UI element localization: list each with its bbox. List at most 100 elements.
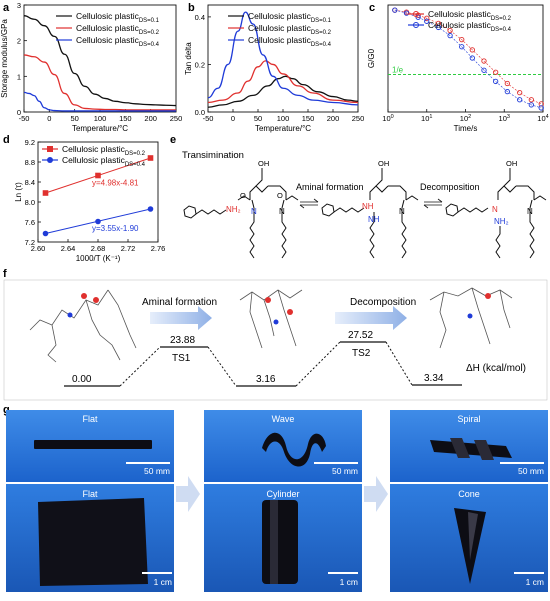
molecule-amine — [183, 205, 227, 219]
xtick-label-c-0: 100 — [382, 114, 393, 123]
xtick-label-d-4: 2.76 — [151, 244, 166, 253]
xtick-label-d-1: 2.64 — [61, 244, 76, 253]
xtick-label-a-0: -50 — [19, 114, 30, 123]
point-c-1-5 — [447, 32, 453, 39]
point-c-0-7 — [469, 47, 475, 53]
product-nh2: NH₂ — [494, 217, 509, 226]
ytick-label-a-0: 0 — [17, 108, 21, 117]
molecule-aminal — [321, 168, 419, 259]
ylabel-c: G/G0 — [367, 48, 376, 68]
xlabel-b: Temperature/°C — [255, 124, 311, 133]
arrow-aminal-formation — [150, 306, 212, 330]
series-a-2 — [23, 91, 176, 112]
ytick-label-d-1: 7.6 — [25, 218, 35, 227]
series-a-0 — [23, 15, 177, 107]
reference-line-label: 1/e — [392, 65, 404, 74]
panel-label-b: b — [188, 2, 195, 14]
label-ts2: TS2 — [352, 348, 371, 359]
imine-n-4: N — [527, 207, 533, 216]
ytick-label-d-5: 9.2 — [25, 138, 35, 147]
spiral-sample — [430, 438, 512, 460]
label-ts1: TS1 — [172, 353, 191, 364]
molecule-3d-product — [429, 287, 513, 349]
hydroxyl-1: OH — [258, 159, 269, 168]
amine-group: NH₂ — [226, 205, 241, 214]
energy-unit: ΔH (kcal/mol) — [466, 363, 526, 374]
molecule-imine-1 — [237, 168, 299, 259]
g-label-spiral: Spiral — [457, 414, 480, 424]
g-scale-wave: 50 mm — [332, 466, 358, 476]
ytick-label-b-0: 0.0 — [195, 108, 205, 117]
ytick-label-d-0: 7.2 — [25, 238, 35, 247]
fit-equation-d-0: y=4.98x-4.81 — [92, 179, 139, 188]
point-c-1-13 — [538, 105, 544, 111]
legend-c-1-label: Cellulosic plasticDS=0.4 — [428, 20, 512, 33]
energy-levels — [64, 341, 462, 387]
point-d-0-0 — [42, 190, 49, 196]
equilibrium-arrow-1 — [299, 198, 319, 209]
energy-product: 3.34 — [424, 373, 444, 384]
xtick-label-a-1: 0 — [47, 114, 51, 123]
cylinder-sample — [262, 500, 298, 584]
scheme-title: Transimination — [182, 150, 244, 161]
g-label-flat-bottom: Flat — [82, 489, 98, 499]
point-c-0-3 — [424, 15, 430, 21]
ytick-label-a-2: 2 — [17, 37, 21, 46]
product-n: N — [492, 205, 498, 214]
point-c-0-8 — [481, 58, 487, 64]
g-label-wave: Wave — [272, 414, 295, 424]
xtick-label-a-2: 50 — [70, 114, 78, 123]
oxygen-2: O — [277, 191, 283, 200]
point-c-0-10 — [504, 80, 510, 87]
xtick-label-b-0: -50 — [203, 114, 214, 123]
legend-b-0-label: Cellulosic plasticDS=0.1 — [248, 11, 332, 24]
aminal-nh-2: NH — [368, 215, 380, 224]
xtick-label-b-4: 150 — [302, 114, 315, 123]
xtick-label-a-3: 100 — [94, 114, 107, 123]
scheme-arrow1-label: Aminal formation — [296, 182, 364, 192]
point-c-0-11 — [517, 89, 523, 96]
xtick-label-d-0: 2.60 — [31, 244, 46, 253]
energy-profile-f: Aminal formation Decomposition 0.00 23.8… — [3, 279, 548, 401]
g-scale-cone: 1 cm — [526, 577, 544, 587]
xtick-label-b-3: 100 — [277, 114, 290, 123]
legend-d-0-marker — [47, 146, 53, 152]
hydroxyl-3: OH — [506, 159, 517, 168]
f-arrow1-label: Aminal formation — [142, 297, 217, 308]
equilibrium-arrow-2 — [423, 198, 443, 209]
energy-intermediate: 3.16 — [256, 374, 276, 385]
point-c-1-0 — [392, 7, 398, 13]
arrow-decomposition — [335, 306, 407, 330]
xtick-label-d-2: 2.68 — [91, 244, 106, 253]
point-c-1-11 — [517, 97, 523, 103]
series-b-0 — [207, 75, 359, 108]
imine-n-3: N — [399, 207, 405, 216]
cylinder-highlight — [270, 500, 278, 584]
legend-a-1-label: Cellulosic plasticDS=0.2 — [76, 23, 160, 36]
scale-bars — [126, 462, 544, 574]
panel-label-a: a — [3, 2, 10, 14]
point-d-0-1 — [95, 172, 101, 179]
energy-ts2: 27.52 — [348, 330, 373, 341]
point-d-0-2 — [147, 155, 154, 161]
g-label-cone: Cone — [458, 489, 480, 499]
energy-connectors — [119, 341, 413, 387]
aminal-nh-1: NH — [362, 202, 374, 211]
xtick-label-c-4: 104 — [537, 114, 548, 123]
xtick-label-b-1: 0 — [231, 114, 235, 123]
ylabel-d: Ln (τ) — [14, 182, 23, 202]
xtick-label-b-5: 200 — [327, 114, 340, 123]
point-d-1-0 — [42, 230, 49, 237]
point-c-0-12 — [528, 97, 534, 103]
point-c-1-9 — [493, 78, 499, 85]
panel-label-c: c — [369, 2, 375, 14]
molecule-3d-reactant — [29, 289, 137, 363]
legend-b-2-label: Cellulosic plasticDS=0.4 — [248, 35, 332, 48]
xtick-label-a-4: 150 — [119, 114, 132, 123]
g-label-flat-top: Flat — [82, 414, 98, 424]
